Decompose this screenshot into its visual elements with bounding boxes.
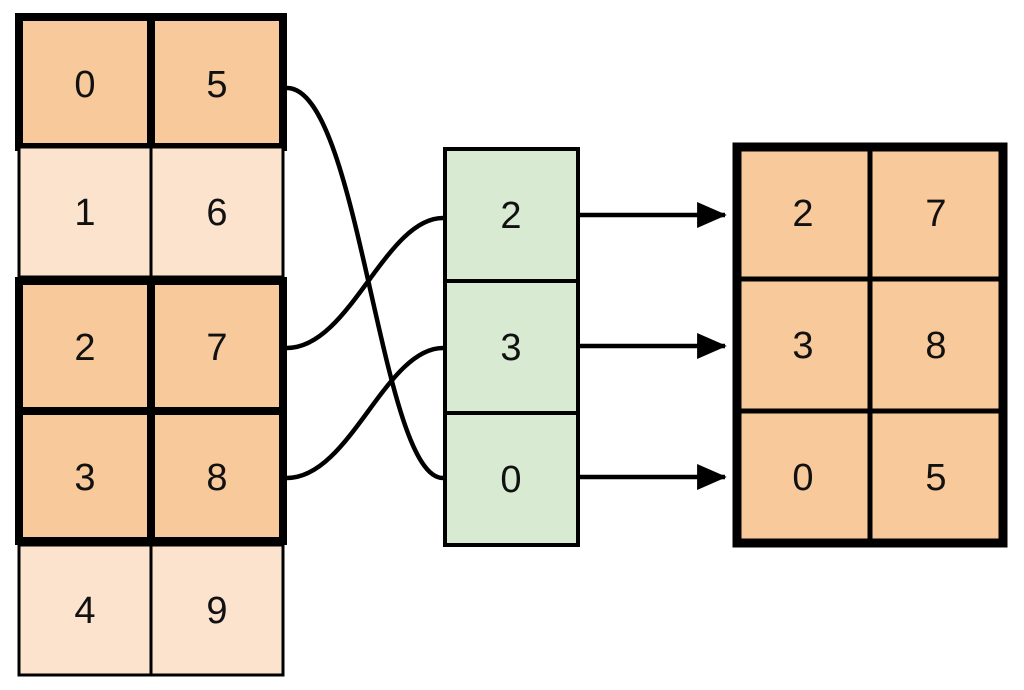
source-cell-1-1: 6 xyxy=(206,192,227,234)
selection-links xyxy=(284,85,446,481)
source-row-2[interactable]: 2 7 xyxy=(15,277,287,415)
result-row-2[interactable]: 0 5 xyxy=(792,457,946,499)
source-row-1[interactable]: 1 6 xyxy=(17,145,285,279)
source-cell-2-1: 7 xyxy=(206,327,227,369)
result-cell-2-1: 5 xyxy=(925,457,946,499)
source-cell-3-1: 8 xyxy=(206,457,227,499)
result-row-1[interactable]: 3 8 xyxy=(792,325,946,367)
result-array-table: 2 7 3 8 0 5 xyxy=(732,142,1008,548)
result-cell-0-0: 2 xyxy=(792,193,813,235)
link-source-3-to-index-1 xyxy=(284,345,446,481)
result-cell-1-0: 3 xyxy=(792,325,813,367)
result-cell-2-0: 0 xyxy=(792,457,813,499)
index-row-2[interactable]: 0 xyxy=(443,411,580,547)
index-cell-0: 2 xyxy=(500,195,521,237)
result-cell-1-1: 8 xyxy=(925,325,946,367)
source-cell-4-1: 9 xyxy=(206,590,227,632)
index-cell-2: 0 xyxy=(500,459,521,501)
source-row-0[interactable]: 0 5 xyxy=(15,13,287,151)
result-cell-0-1: 7 xyxy=(925,193,946,235)
source-cell-1-0: 1 xyxy=(74,192,95,234)
source-array-table: 0 5 1 6 2 7 3 8 xyxy=(15,13,287,677)
source-cell-0-0: 0 xyxy=(74,64,95,106)
source-cell-3-0: 3 xyxy=(74,457,95,499)
result-arrows xyxy=(580,201,727,491)
index-cell-1: 3 xyxy=(500,327,521,369)
index-row-0[interactable]: 2 xyxy=(443,147,580,283)
index-array-column: 2 3 0 xyxy=(443,147,580,547)
link-source-2-to-index-0 xyxy=(284,215,446,351)
source-cell-2-0: 2 xyxy=(74,327,95,369)
result-row-0[interactable]: 2 7 xyxy=(792,193,946,235)
source-cell-4-0: 4 xyxy=(74,590,95,632)
source-cell-0-1: 5 xyxy=(206,64,227,106)
source-row-3[interactable]: 3 8 xyxy=(15,407,287,545)
source-row-4[interactable]: 4 9 xyxy=(17,543,285,677)
index-row-1[interactable]: 3 xyxy=(443,279,580,415)
